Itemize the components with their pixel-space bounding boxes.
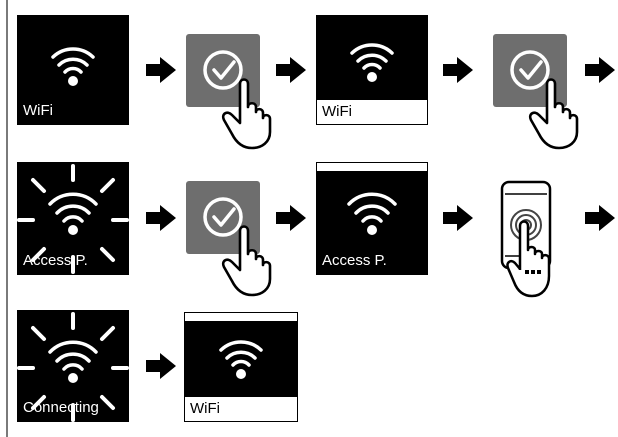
blinking-rays-icon	[17, 164, 129, 274]
access-point-label: Access P.	[23, 252, 88, 269]
arrow-right-icon	[146, 205, 176, 231]
arrow-right-icon	[276, 57, 306, 83]
smartphone-tap[interactable]	[500, 180, 560, 300]
left-margin-rule	[6, 0, 8, 437]
wifi-icon	[347, 192, 397, 235]
confirm-button-press[interactable]	[184, 181, 272, 297]
finger-press-icon	[221, 225, 272, 297]
display-wifi-1: WiFi	[17, 15, 129, 125]
arrow-right-icon	[276, 205, 306, 231]
display-access-point-blinking: Access P.	[17, 162, 129, 275]
finger-press-icon	[506, 220, 551, 298]
confirm-button-press[interactable]	[491, 34, 579, 150]
confirm-button-press[interactable]	[184, 34, 272, 150]
wifi-label: WiFi	[23, 102, 53, 119]
status-bar	[184, 312, 298, 322]
wifi-icon	[48, 340, 98, 371]
arrow-right-icon	[146, 353, 176, 379]
wifi-icon	[219, 340, 263, 379]
arrow-right-icon	[443, 57, 473, 83]
finger-press-icon	[528, 78, 579, 150]
access-point-label: Access P.	[322, 252, 387, 269]
wifi-icon	[48, 192, 98, 223]
selection-bar: WiFi	[316, 99, 428, 125]
connecting-label: Connecting	[23, 399, 99, 416]
wifi-icon	[350, 43, 394, 82]
blinking-rays-icon	[17, 312, 129, 422]
display-wifi-connected: WiFi	[184, 312, 298, 422]
display-wifi-selected: WiFi	[316, 15, 428, 125]
arrow-right-icon	[585, 205, 615, 231]
wifi-label: WiFi	[190, 400, 220, 417]
wifi-icon	[51, 47, 95, 86]
finger-press-icon	[221, 78, 272, 150]
arrow-right-icon	[585, 57, 615, 83]
status-bar	[316, 162, 428, 172]
wifi-label: WiFi	[322, 103, 352, 120]
display-access-point-active: Access P.	[316, 162, 428, 275]
arrow-right-icon	[146, 57, 176, 83]
selection-bar: WiFi	[184, 396, 298, 422]
arrow-right-icon	[443, 205, 473, 231]
display-connecting-blinking: Connecting	[17, 310, 129, 422]
